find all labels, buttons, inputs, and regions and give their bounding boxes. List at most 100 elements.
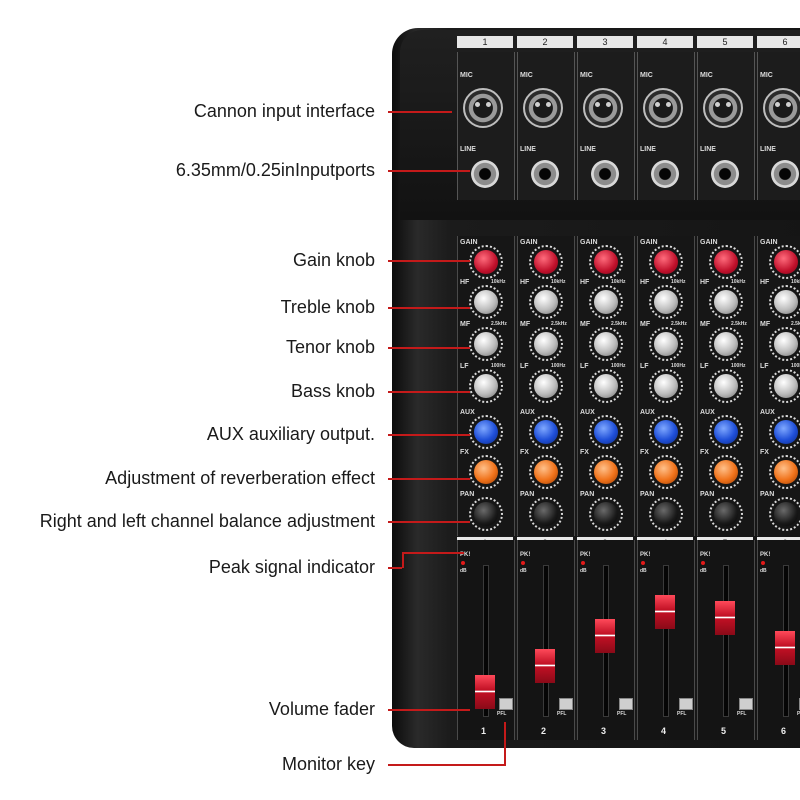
- aux-knob[interactable]: [534, 420, 558, 444]
- volume-fader[interactable]: [715, 601, 735, 635]
- bass-knob[interactable]: [714, 374, 738, 398]
- gain-label: GAIN: [640, 239, 658, 246]
- pan-knob[interactable]: [534, 502, 558, 526]
- xlr-input-icon[interactable]: [703, 88, 743, 128]
- pfl-monitor-button[interactable]: [499, 698, 513, 710]
- bass-knob[interactable]: [774, 374, 798, 398]
- xlr-input-icon[interactable]: [643, 88, 683, 128]
- peak-label: PK!: [580, 552, 591, 558]
- bass-knob[interactable]: [594, 374, 618, 398]
- bass-knob-scale: [469, 369, 503, 403]
- volume-fader[interactable]: [535, 649, 555, 683]
- mf-frequency-label: 2.5kHz: [731, 321, 747, 327]
- line-jack-icon[interactable]: [711, 160, 739, 188]
- peak-label: PK!: [460, 552, 471, 558]
- pan-knob[interactable]: [654, 502, 678, 526]
- treble-knob[interactable]: [714, 290, 738, 314]
- gain-label: GAIN: [760, 239, 778, 246]
- tenor-knob[interactable]: [774, 332, 798, 356]
- gain-knob[interactable]: [474, 250, 498, 274]
- fx-knob[interactable]: [654, 460, 678, 484]
- fx-knob[interactable]: [474, 460, 498, 484]
- channel-footer-number: 6: [781, 726, 787, 736]
- gain-knob[interactable]: [534, 250, 558, 274]
- pan-knob[interactable]: [714, 502, 738, 526]
- fx-knob-scale: [649, 455, 683, 489]
- pan-knob-scale: [649, 497, 683, 531]
- db-label: dB: [580, 568, 587, 574]
- bass-knob[interactable]: [474, 374, 498, 398]
- fader-slot: [723, 565, 729, 717]
- gain-knob[interactable]: [654, 250, 678, 274]
- lf-label: LF: [460, 363, 469, 370]
- label-pan: Right and left channel balance adjustmen…: [39, 511, 375, 531]
- volume-fader[interactable]: [595, 619, 615, 653]
- fx-knob[interactable]: [534, 460, 558, 484]
- pfl-monitor-button[interactable]: [619, 698, 633, 710]
- leader-peak: [388, 567, 402, 569]
- peak-led-icon: [701, 561, 705, 565]
- fx-knob[interactable]: [774, 460, 798, 484]
- channel-footer-number: 3: [601, 726, 607, 736]
- leader-gain: [388, 260, 470, 262]
- hf-frequency-label: 10kHz: [551, 279, 566, 285]
- line-jack-icon[interactable]: [471, 160, 499, 188]
- gain-knob[interactable]: [594, 250, 618, 274]
- pan-knob[interactable]: [474, 502, 498, 526]
- line-label: LINE: [460, 146, 476, 153]
- fx-knob[interactable]: [714, 460, 738, 484]
- xlr-input-icon[interactable]: [463, 88, 503, 128]
- line-jack-icon[interactable]: [651, 160, 679, 188]
- fx-knob-scale: [769, 455, 800, 489]
- xlr-input-icon[interactable]: [763, 88, 800, 128]
- treble-knob[interactable]: [654, 290, 678, 314]
- pan-knob-scale: [469, 497, 503, 531]
- gain-knob[interactable]: [714, 250, 738, 274]
- hf-label: HF: [520, 279, 530, 286]
- bass-knob-scale: [589, 369, 623, 403]
- mf-frequency-label: 2.5kHz: [611, 321, 627, 327]
- lf-frequency-label: 100Hz: [551, 363, 566, 369]
- bass-knob[interactable]: [534, 374, 558, 398]
- peak-label: PK!: [700, 552, 711, 558]
- bass-knob-scale: [709, 369, 743, 403]
- aux-knob[interactable]: [714, 420, 738, 444]
- pfl-monitor-button[interactable]: [559, 698, 573, 710]
- bass-knob[interactable]: [654, 374, 678, 398]
- line-jack-icon[interactable]: [531, 160, 559, 188]
- bass-knob-scale: [769, 369, 800, 403]
- aux-knob[interactable]: [654, 420, 678, 444]
- tenor-knob[interactable]: [714, 332, 738, 356]
- volume-fader[interactable]: [475, 675, 495, 710]
- volume-fader[interactable]: [655, 595, 675, 629]
- lf-frequency-label: 100Hz: [611, 363, 626, 369]
- label-peak: Peak signal indicator: [208, 557, 375, 577]
- tenor-knob[interactable]: [474, 332, 498, 356]
- tenor-knob[interactable]: [654, 332, 678, 356]
- pfl-monitor-button[interactable]: [739, 698, 753, 710]
- pan-knob[interactable]: [594, 502, 618, 526]
- tenor-knob[interactable]: [534, 332, 558, 356]
- xlr-input-icon[interactable]: [523, 88, 563, 128]
- aux-knob[interactable]: [594, 420, 618, 444]
- line-jack-icon[interactable]: [591, 160, 619, 188]
- leader-aux: [388, 434, 470, 436]
- aux-knob-scale: [649, 415, 683, 449]
- treble-knob[interactable]: [774, 290, 798, 314]
- line-jack-icon[interactable]: [771, 160, 799, 188]
- xlr-input-icon[interactable]: [583, 88, 623, 128]
- aux-knob[interactable]: [474, 420, 498, 444]
- gain-knob[interactable]: [774, 250, 798, 274]
- hf-frequency-label: 10kHz: [731, 279, 746, 285]
- fx-knob[interactable]: [594, 460, 618, 484]
- treble-knob[interactable]: [594, 290, 618, 314]
- aux-knob[interactable]: [774, 420, 798, 444]
- pan-knob-scale: [709, 497, 743, 531]
- treble-knob[interactable]: [474, 290, 498, 314]
- volume-fader[interactable]: [775, 631, 795, 665]
- mic-label: MIC: [460, 72, 473, 79]
- treble-knob[interactable]: [534, 290, 558, 314]
- pan-knob[interactable]: [774, 502, 798, 526]
- pfl-monitor-button[interactable]: [679, 698, 693, 710]
- tenor-knob[interactable]: [594, 332, 618, 356]
